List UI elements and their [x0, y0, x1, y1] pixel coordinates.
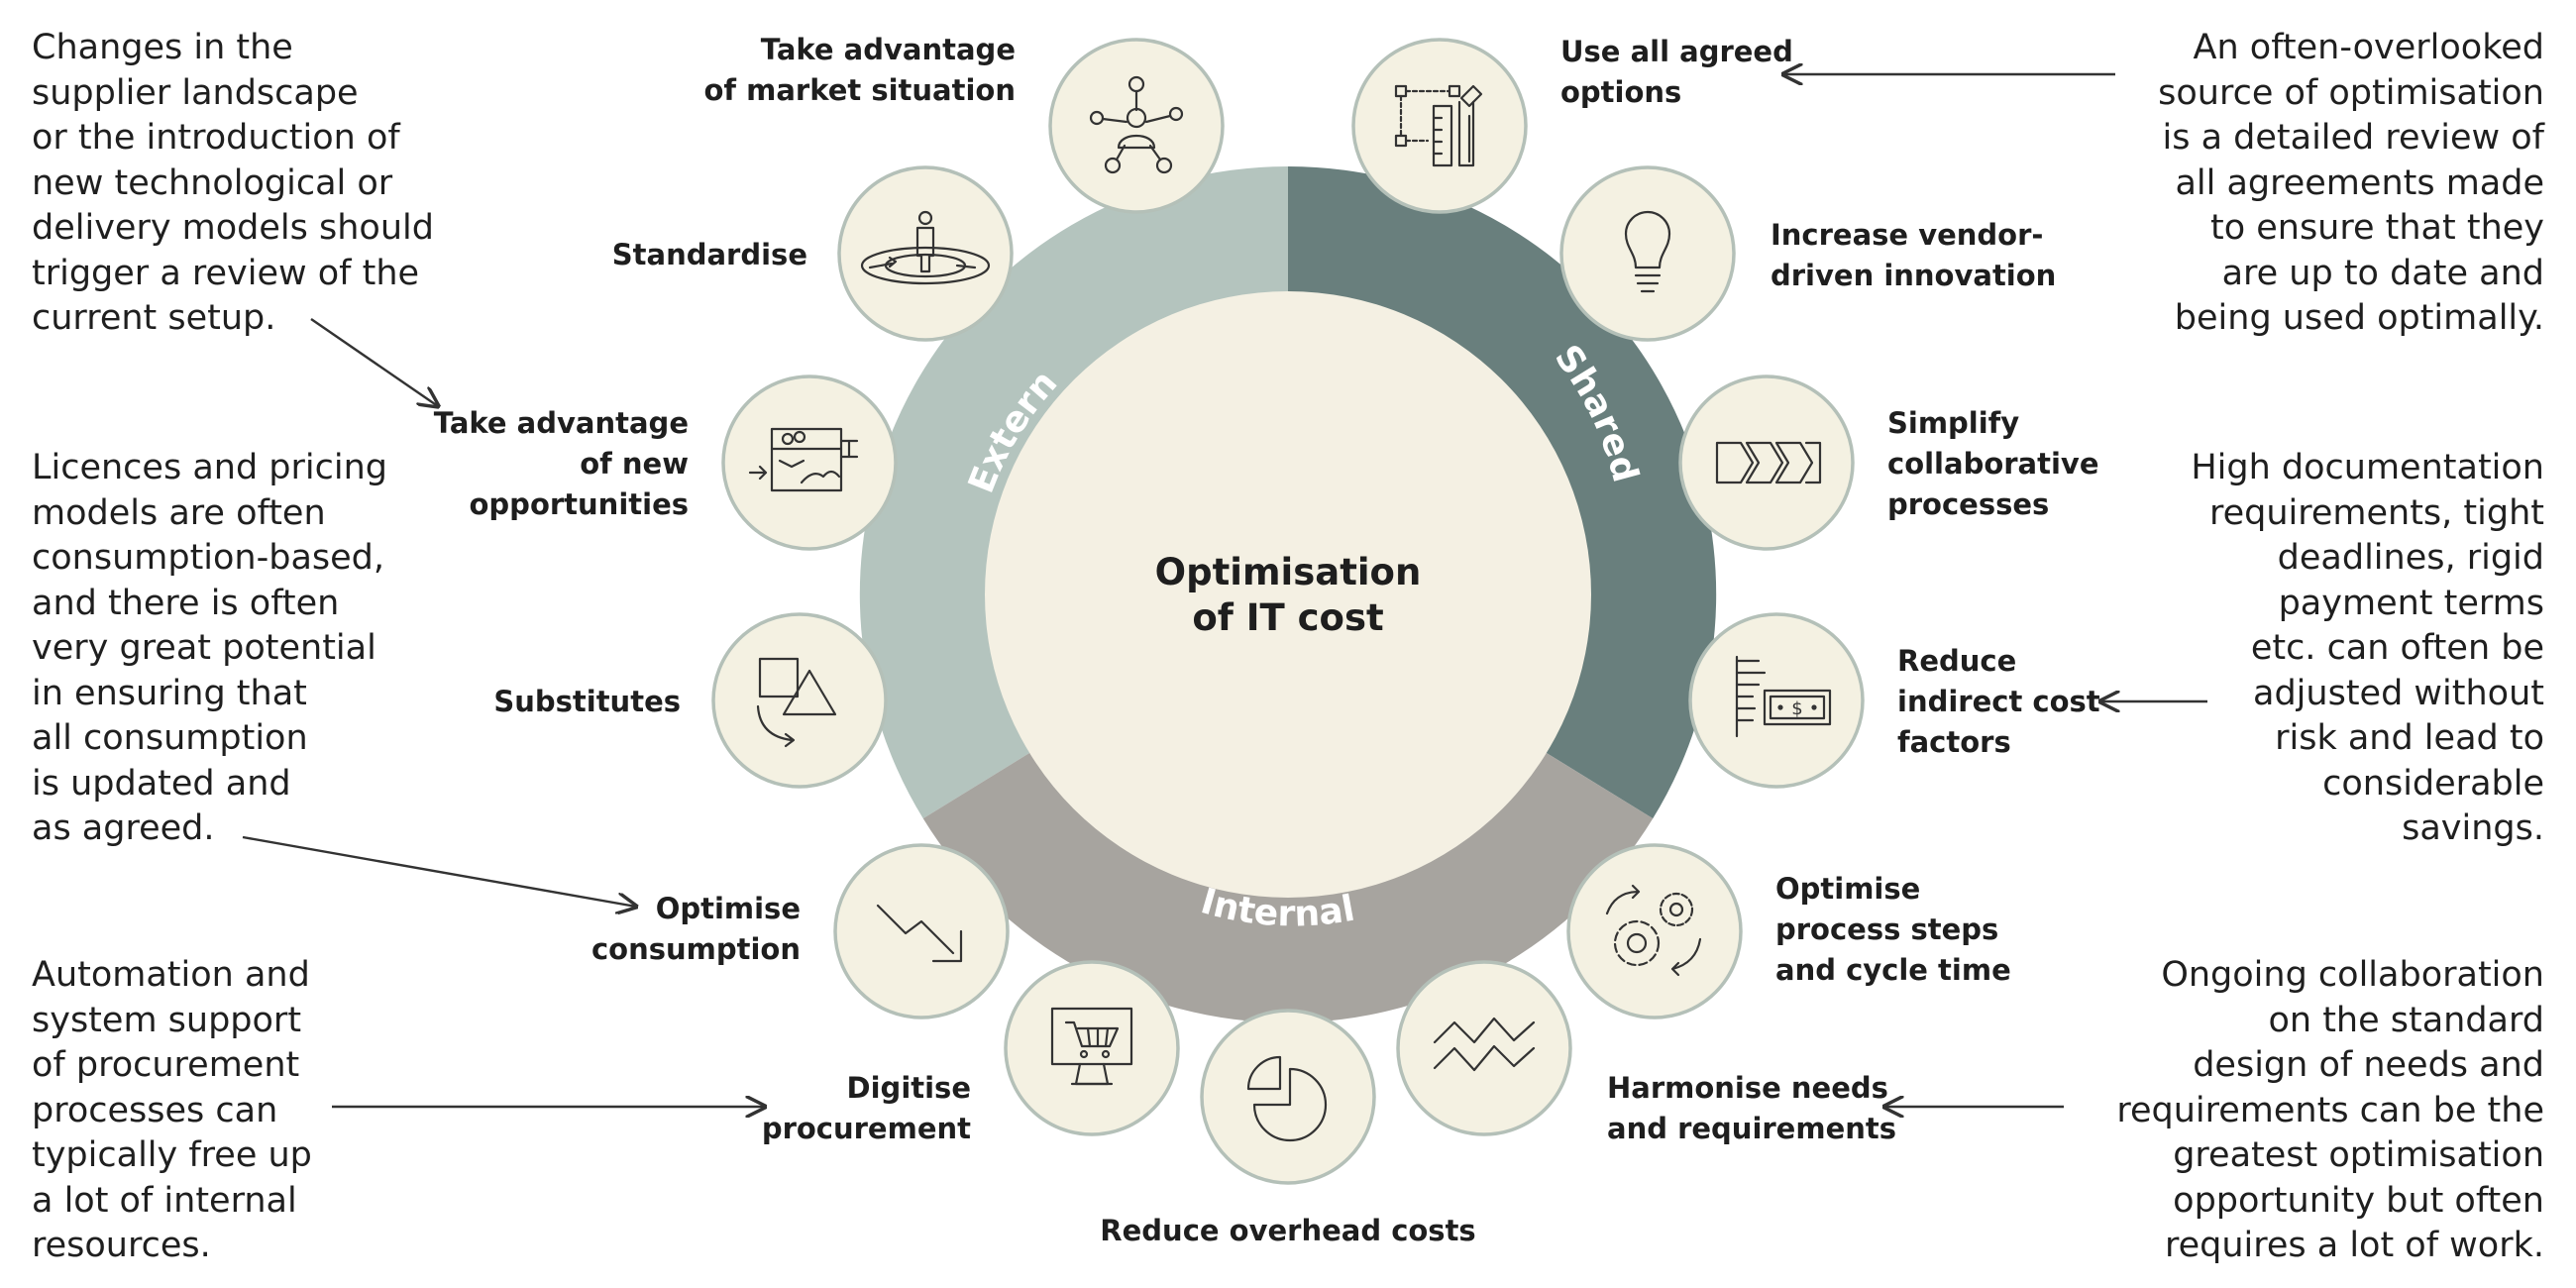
opportunity-board-icon	[721, 375, 898, 551]
label-digitise: Digitise procurement	[761, 1071, 971, 1145]
zigzag-lines-icon	[1396, 960, 1572, 1136]
label-standardise: Standardise	[611, 238, 807, 271]
paragraph-licences: Licences and pricing models are often co…	[32, 448, 387, 848]
paragraph-agreements: An often-overlooked source of optimisati…	[2158, 28, 2544, 338]
document-money-icon: $	[1688, 612, 1865, 789]
arrow-p2	[242, 835, 636, 907]
label-simplify: Simplify collaborative processes	[1887, 406, 2099, 521]
label-new-opportunities: Take advantage of new opportunities	[433, 406, 689, 521]
gears-icon	[1566, 843, 1743, 1020]
label-process-steps: Optimise process steps and cycle time	[1775, 872, 2011, 987]
label-agreed: Use all agreed options	[1560, 35, 1793, 109]
paragraph-supplier-landscape: Changes in the supplier landscape or the…	[32, 28, 434, 338]
label-vendor: Increase vendor- driven innovation	[1771, 218, 2057, 292]
shapes-swap-icon	[711, 612, 888, 789]
network-people-icon	[1048, 38, 1225, 214]
blueprint-tools-icon	[1351, 38, 1528, 214]
center-title: Optimisation of IT cost	[1154, 551, 1422, 639]
lightbulb-icon	[1559, 165, 1736, 342]
arrow-p1	[310, 318, 438, 406]
process-chevrons-icon	[1678, 375, 1855, 551]
label-indirect: Reduce indirect cost factors	[1897, 644, 2100, 759]
paragraph-collaboration: Ongoing collaboration on the standard de…	[2116, 955, 2544, 1265]
label-market: Take advantage of market situation	[703, 33, 1016, 107]
svg-text:$: $	[1791, 698, 1802, 719]
center-disc	[985, 291, 1591, 898]
label-overhead: Reduce overhead costs	[1100, 1214, 1476, 1247]
person-on-target-icon	[837, 165, 1014, 342]
pie-chart-icon	[1200, 1009, 1376, 1185]
paragraph-documentation: High documentation requirements, tight d…	[2191, 448, 2544, 848]
label-harmonise: Harmonise needs and requirements	[1607, 1071, 1897, 1145]
segment-internal	[922, 752, 1654, 1023]
paragraph-automation: Automation and system support of procure…	[32, 955, 312, 1265]
label-substitutes: Substitutes	[493, 685, 681, 718]
monitor-cart-icon	[1004, 960, 1180, 1136]
trend-down-arrow-icon	[833, 843, 1010, 1020]
label-consumption: Optimise consumption	[590, 892, 801, 966]
